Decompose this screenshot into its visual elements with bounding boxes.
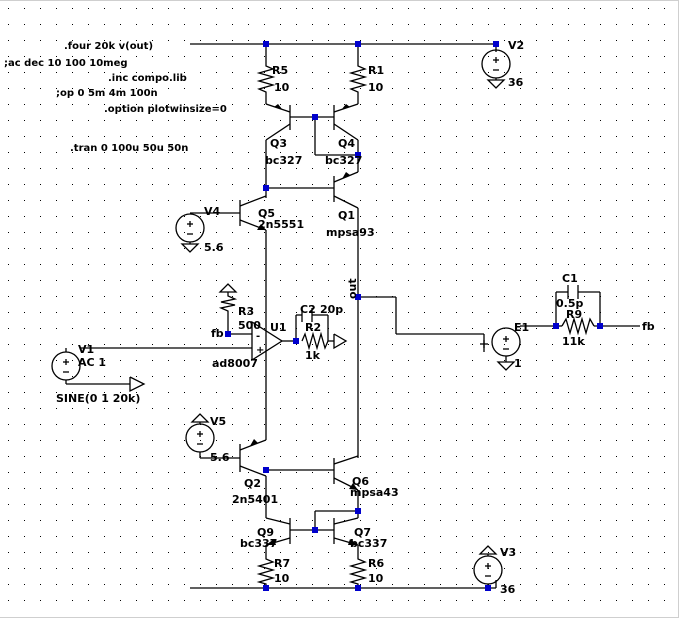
q2-name: Q2 [244,477,261,490]
q4-name: Q4 [338,137,355,150]
c1-name: C1 [562,272,578,285]
r9-value: 11k [562,335,585,348]
r1-name: R1 [368,64,384,77]
q7-name: Q7 [354,526,371,539]
q9-model: bc337 [240,537,277,550]
r9-name: R9 [566,308,582,321]
v5-value: 5.6 [210,451,230,464]
q6-model: mpsa43 [350,486,399,499]
q7-model: bc337 [350,537,387,550]
wires [65,43,640,589]
q5-model: 2n5551 [258,218,304,231]
v2-value: 36 [508,76,524,89]
voltage-sources [51,49,521,588]
v4-name: V4 [204,205,221,218]
r2-body [301,331,329,351]
resistors [218,62,595,585]
u1-model: ad8007 [212,357,258,370]
q3-name: Q3 [270,137,287,150]
capacitors [301,285,579,322]
q1-name: Q1 [338,209,355,222]
v3-value: 36 [500,583,516,596]
directive-inc: .inc compo.lib [108,73,187,84]
u1-name: U1 [270,321,287,334]
r6-body [348,555,368,585]
c1-value: 0.5p [556,297,583,310]
grid-dots [8,8,665,601]
q6-name: Q6 [352,475,369,488]
r6-value: 10 [368,572,384,585]
r6-name: R6 [368,557,384,570]
e1-name: E1 [514,321,529,334]
directive-tran: .tran 0 100u 50u 50n [70,143,188,154]
r7-value: 10 [274,572,290,585]
q5-name: Q5 [258,207,275,220]
r1-body [348,62,368,94]
v3-name: V3 [500,546,516,559]
svg-text:+: + [256,345,264,356]
v2-name: V2 [508,39,524,52]
r7-body [256,555,276,585]
opamp-u1: - + [251,320,284,362]
r5-body [256,62,276,94]
r3-body [218,292,238,312]
q9-name: Q9 [257,526,274,539]
r7-name: R7 [274,557,290,570]
r2-name: R2 [305,321,321,334]
out-net-label: out [346,278,359,299]
ground-symbols [129,283,348,393]
nodes [225,41,603,591]
r5-value: 10 [274,81,290,94]
c2-name: C2 [300,303,316,316]
r2-value: 1k [305,349,321,362]
r5-name: R5 [272,64,288,77]
directive-ac: ;ac dec 10 100 10meg [4,58,128,69]
v5-name: V5 [210,415,226,428]
transistors [239,103,359,546]
spice-directives: .four 20k v(out) ;ac dec 10 100 10meg .i… [4,41,227,154]
v1-name: V1 [78,343,94,356]
q3-model: bc327 [265,154,302,167]
r1-value: 10 [368,81,384,94]
q1-model: mpsa93 [326,226,375,239]
directive-option: .option plotwinsize=0 [104,104,227,115]
q2-model: 2n5401 [232,493,278,506]
fb-in-label: fb [211,327,224,340]
directive-op: ;op 0 5m 4m 100n [56,88,158,99]
r9-body [561,316,595,336]
c2-value: 20p [320,303,343,316]
svg-text:-: - [256,331,260,342]
r3-value: 500 [238,319,261,332]
e1-value: 1 [514,357,522,370]
q4-model: bc327 [325,154,362,167]
v1-sine: SINE(0 1 20k) [56,392,140,405]
fb-out-label: fb [642,320,655,333]
v1-ac: AC 1 [78,356,106,369]
component-labels: R5 10 R1 10 V2 36 Q3 bc327 Q4 bc327 Q5 2… [56,39,655,596]
r3-name: R3 [238,305,254,318]
directive-four: .four 20k v(out) [64,41,153,52]
v4-value: 5.6 [204,241,224,254]
